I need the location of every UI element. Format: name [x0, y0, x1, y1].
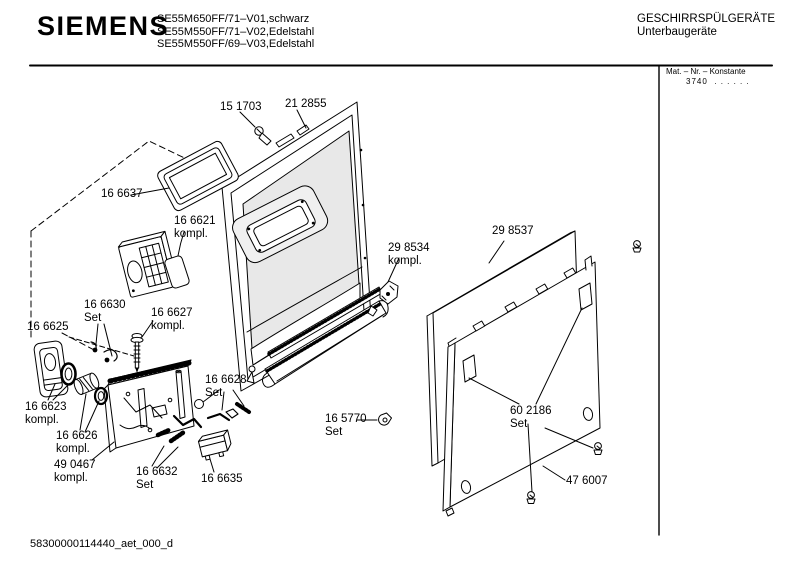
model-line-1: SE55M650FF/71–V01,schwarz [157, 13, 310, 25]
small-cover-part [164, 255, 190, 289]
appliance-category: GESCHIRRSPÜLGERÄTE Unterbaugeräte [637, 13, 775, 39]
category-subtitle: Unterbaugeräte [637, 26, 717, 38]
model-line-3: SE55M550FF/69–V03,Edelstahl [157, 38, 315, 50]
hinge-bracket-part [367, 280, 399, 317]
model-line-2: SE55M550FF/71–V02,Edelstahl [157, 25, 315, 38]
actuator-box-part [197, 429, 232, 461]
phantom-outline [30, 140, 244, 357]
valve-bolt-part [130, 333, 144, 373]
part-label-298537: 29 8537 [492, 225, 534, 237]
leader-lines [47, 109, 594, 493]
dispenser-block-part [103, 359, 195, 453]
clip-set-parts [90, 341, 118, 363]
part-label-166637: 16 6637 [101, 188, 143, 200]
part-label-166625: 16 6625 [27, 321, 69, 333]
part-label-212855: 21 2855 [285, 98, 327, 110]
mat-nr-label: Mat. – Nr. – Konstante [666, 67, 746, 76]
repair-set-parts [194, 365, 256, 422]
dispenser-tray-part [117, 230, 178, 298]
fastener-clip-icons [526, 240, 642, 504]
spring-lever-set [155, 414, 203, 444]
siemens-logo: SIEMENS [37, 11, 170, 41]
hinge-plate-part [33, 340, 69, 398]
hose-clip-part [356, 412, 392, 426]
inner-door-assembly [221, 101, 372, 392]
part-label-151703: 15 1703 [220, 101, 262, 113]
model-list: SE55M650FF/71–V01,schwarz SE55M550FF/71–… [157, 13, 314, 51]
part-label-166635: 16 6635 [201, 473, 243, 485]
document-id: 58300000114440_aet_000_d [30, 538, 173, 550]
part-label-476007: 47 6007 [566, 475, 608, 487]
category-title: GESCHIRRSPÜLGERÄTE [637, 13, 776, 25]
mounting-panel-602186 [442, 255, 601, 517]
funnel-cylinder-part [73, 372, 100, 396]
door-handle [232, 185, 329, 264]
door-trim-strips [262, 286, 389, 388]
display-frame-part [157, 140, 239, 212]
mat-nr-box: Mat. – Nr. – Konstante 3740 . . . . . . [666, 67, 750, 86]
seal-ring-part [60, 362, 77, 386]
mat-nr-value: 3740 . . . . . . [686, 76, 750, 86]
screw-part [254, 126, 272, 146]
